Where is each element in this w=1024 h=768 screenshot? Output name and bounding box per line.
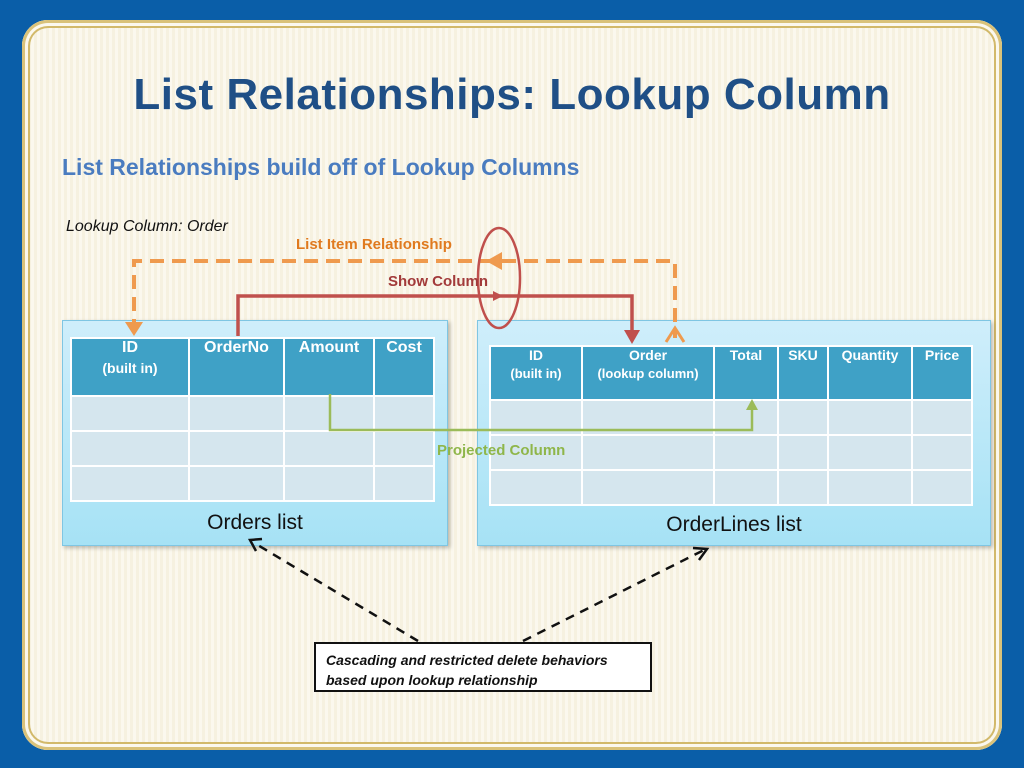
table-cell <box>70 465 190 502</box>
show-column-connector <box>236 294 634 336</box>
orderlines-col-sku: SKU <box>777 345 829 401</box>
table-cell <box>827 469 913 506</box>
column-name: Quantity <box>841 347 899 363</box>
table-cell <box>373 465 435 502</box>
orders-col-orderno: OrderNo <box>188 337 285 397</box>
show-column-arrowhead-icon <box>624 330 640 344</box>
cascade-arrowhead-right-icon <box>692 546 710 561</box>
orderlines-list-panel: ID (built in) Order (lookup column) Tota… <box>477 320 991 546</box>
column-name: Cost <box>386 339 422 356</box>
relationship-arrowhead-right-icon <box>664 325 686 343</box>
table-cell <box>188 430 285 467</box>
relationship-arrowhead-mid-icon <box>486 252 502 270</box>
orders-list-caption: Orders list <box>207 511 303 534</box>
show-column-label: Show Column <box>388 273 488 290</box>
projected-column-arrowhead-icon <box>746 399 758 410</box>
column-sub: (lookup column) <box>597 366 699 381</box>
orderlines-col-quantity: Quantity <box>827 345 913 401</box>
list-item-relationship-label: List Item Relationship <box>296 236 452 253</box>
table-cell <box>283 465 375 502</box>
relationship-arrowhead-left-icon <box>125 322 143 336</box>
orderlines-col-price: Price <box>911 345 973 401</box>
table-cell <box>70 395 190 432</box>
orderlines-col-order: Order (lookup column) <box>581 345 715 401</box>
orders-col-id: ID (built in) <box>70 337 190 397</box>
table-cell <box>188 465 285 502</box>
table-row <box>70 430 435 467</box>
table-cell <box>911 399 973 436</box>
table-cell <box>777 399 829 436</box>
projected-column-label: Projected Column <box>437 442 566 459</box>
table-cell <box>283 430 375 467</box>
orders-header-row: ID (built in) OrderNo Amount Cost <box>70 337 435 397</box>
projected-column-connector <box>328 394 754 432</box>
highlight-ellipse <box>476 226 522 330</box>
table-row <box>70 395 435 432</box>
column-sub: (built in) <box>510 366 562 381</box>
table-cell <box>713 469 779 506</box>
table-cell <box>911 469 973 506</box>
lookup-column-note: Lookup Column: Order <box>66 218 228 235</box>
orderlines-list-caption: OrderLines list <box>666 513 802 536</box>
show-column-mid-arrowhead-icon <box>493 291 503 301</box>
cascading-delete-note: Cascading and restricted delete behavior… <box>314 642 652 692</box>
orders-list-panel: ID (built in) OrderNo Amount Cost Orders… <box>62 320 448 546</box>
table-cell <box>581 469 715 506</box>
orders-col-cost: Cost <box>373 337 435 397</box>
orders-col-amount: Amount <box>283 337 375 397</box>
table-cell <box>827 399 913 436</box>
cascade-arrowhead-left-icon <box>247 537 263 552</box>
table-cell <box>373 430 435 467</box>
orderlines-header-row: ID (built in) Order (lookup column) Tota… <box>489 345 973 401</box>
column-name: Total <box>729 347 763 363</box>
column-name: Order <box>628 347 668 363</box>
column-name: Price <box>924 347 960 363</box>
slide-subtitle: List Relationships build off of Lookup C… <box>62 154 580 180</box>
table-cell <box>827 434 913 471</box>
column-name: ID <box>529 347 543 363</box>
table-cell <box>777 434 829 471</box>
table-cell <box>489 434 583 471</box>
cascade-connector-right <box>522 548 705 643</box>
column-name: ID <box>122 339 138 356</box>
table-row <box>489 469 973 506</box>
table-row <box>70 465 435 502</box>
table-cell <box>373 395 435 432</box>
orderlines-col-total: Total <box>713 345 779 401</box>
table-row <box>489 434 973 471</box>
orders-table: ID (built in) OrderNo Amount Cost <box>70 337 435 502</box>
column-name: SKU <box>788 347 818 363</box>
table-cell <box>70 430 190 467</box>
list-item-relationship-connector <box>132 259 677 338</box>
orderlines-col-id: ID (built in) <box>489 345 583 401</box>
table-cell <box>911 434 973 471</box>
column-sub: (built in) <box>102 360 158 376</box>
cascade-connector-left <box>255 542 419 643</box>
table-cell <box>713 434 779 471</box>
table-cell <box>188 395 285 432</box>
column-name: Amount <box>298 339 360 356</box>
column-name: OrderNo <box>204 339 269 356</box>
table-cell <box>581 434 715 471</box>
table-cell <box>777 469 829 506</box>
slide-title: List Relationships: Lookup Column <box>133 70 891 119</box>
table-cell <box>489 469 583 506</box>
